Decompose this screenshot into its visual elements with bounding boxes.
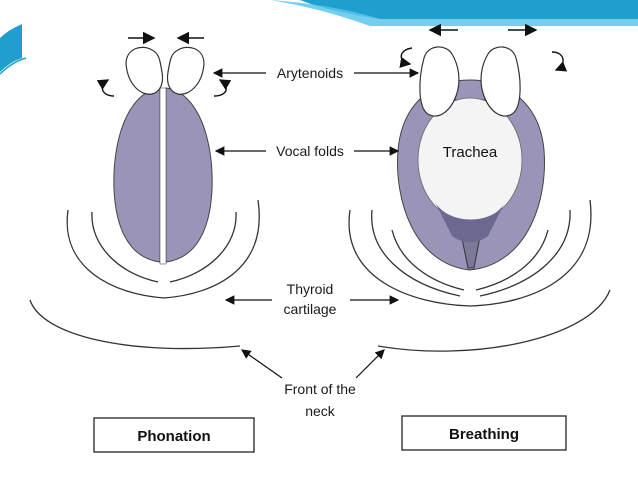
right-cartilage-left bbox=[391, 229, 465, 291]
trachea-label: Trachea bbox=[443, 144, 498, 161]
leader-front-left bbox=[241, 349, 283, 379]
rotation-arrow-left bbox=[96, 79, 115, 97]
rotation-arrow-left-2 bbox=[399, 47, 413, 68]
left-arytenoid-2 bbox=[166, 46, 205, 95]
right-arytenoid-1 bbox=[419, 46, 460, 117]
thyroid-inner-left bbox=[91, 211, 159, 283]
neck-front-right bbox=[377, 289, 611, 352]
header-swoosh-light bbox=[270, 0, 638, 26]
left-curl bbox=[0, 24, 22, 72]
header-band bbox=[0, 0, 638, 19]
left-curl-line bbox=[0, 57, 27, 75]
right-arytenoid-2 bbox=[480, 46, 521, 117]
rotation-arrow-right-2 bbox=[551, 51, 568, 72]
label-front-line2: neck bbox=[305, 403, 336, 419]
caption-phonation: Phonation bbox=[137, 428, 210, 445]
label-arytenoids: Arytenoids bbox=[277, 65, 343, 81]
right-cartilage-right bbox=[475, 229, 549, 291]
thyroid-outer-2 bbox=[348, 199, 592, 307]
neck-front-left bbox=[29, 299, 241, 350]
glottis-closed bbox=[159, 87, 167, 265]
phonation-larynx bbox=[29, 31, 260, 350]
label-vocal-folds: Vocal folds bbox=[276, 143, 344, 159]
thyroid-inner-right-2 bbox=[479, 209, 571, 297]
trachea-shadow bbox=[434, 200, 506, 242]
label-thyroid-line1: Thyroid bbox=[287, 281, 334, 297]
thyroid-inner-left-2 bbox=[371, 209, 461, 297]
breathing-larynx: Trachea bbox=[348, 23, 611, 352]
thyroid-outer bbox=[66, 199, 260, 299]
caption-phonation-box: Phonation bbox=[93, 417, 255, 453]
left-vocal-fold-b bbox=[165, 87, 213, 263]
leader-front-right bbox=[355, 349, 385, 379]
thyroid-inner-right bbox=[169, 211, 237, 283]
caption-breathing: Breathing bbox=[449, 426, 519, 443]
center-labels: Arytenoids Vocal folds Thyroid cartilage… bbox=[212, 65, 420, 419]
left-vocal-fold-a bbox=[113, 87, 161, 263]
rotation-arrow-right bbox=[213, 79, 232, 97]
label-thyroid-line2: cartilage bbox=[284, 301, 337, 317]
caption-breathing-box: Breathing bbox=[401, 415, 567, 451]
label-front-line1: Front of the bbox=[284, 381, 356, 397]
left-arytenoid-1 bbox=[125, 46, 164, 95]
